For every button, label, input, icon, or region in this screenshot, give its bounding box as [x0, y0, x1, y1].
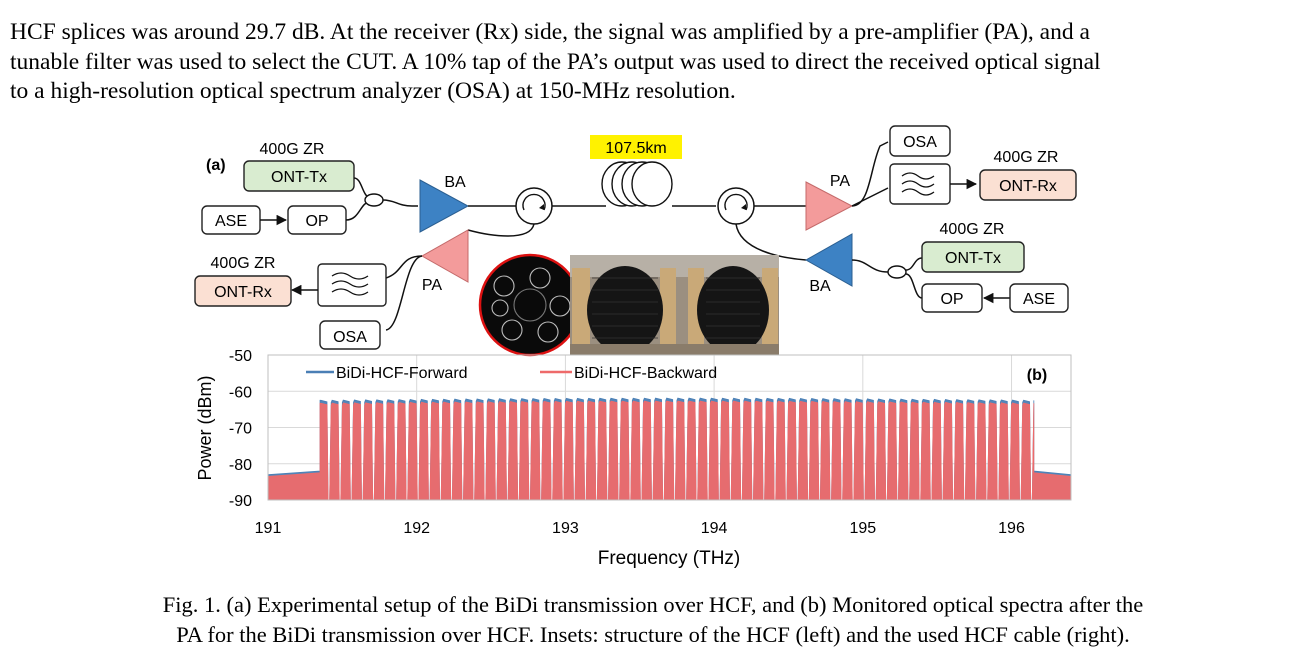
plot-frame — [267, 354, 1072, 501]
ont-tx-box — [921, 241, 1025, 273]
legend-label-forward: BiDi-HCF-Forward — [336, 365, 468, 382]
filter-waves — [331, 272, 369, 296]
ont-rx-box — [979, 169, 1077, 201]
fiber-line — [735, 223, 807, 261]
x-tick-label: 196 — [998, 520, 1025, 537]
tunable-filter-icon — [889, 163, 951, 205]
hcf-structure-inset — [478, 253, 582, 357]
ase-label: ASE — [1023, 291, 1055, 308]
paragraph-line: HCF splices was around 29.7 dB. At the r… — [10, 19, 1090, 45]
ba-label: BA — [809, 278, 831, 295]
figure-caption: Fig. 1. (a) Experimental setup of the Bi… — [0, 590, 1306, 650]
y-tick-label: -50 — [229, 348, 252, 365]
circulator-arrow — [522, 193, 546, 211]
osa-tap-line — [385, 255, 423, 331]
paragraph-line: tunable filter was used to select the CU… — [10, 48, 1101, 75]
coupler-output-lines — [905, 257, 923, 299]
ont-rx-label: ONT-Rx — [999, 178, 1057, 195]
chart-legend: BiDi-HCF-Forward BiDi-HCF-Backward — [306, 365, 717, 382]
circulator-arrow-head — [741, 204, 746, 210]
ont-rx-box — [194, 275, 292, 307]
booster-amplifier-triangle — [419, 179, 470, 233]
x-tick-label: 193 — [552, 520, 579, 537]
transceiver-label: 400G ZR — [260, 141, 325, 158]
length-highlight — [590, 135, 682, 159]
osa-label: OSA — [333, 329, 367, 346]
op-box — [921, 283, 983, 313]
ont-rx-label: ONT-Rx — [214, 284, 272, 301]
hcf-cable-photo-inset — [570, 255, 779, 355]
pre-amplifier-triangle — [420, 229, 469, 283]
ont-tx-label: ONT-Tx — [271, 169, 327, 186]
fiber-line — [851, 259, 889, 273]
pre-amplifier-triangle — [805, 181, 854, 231]
body-paragraph: HCF splices was around 29.7 dB. At the r… — [10, 18, 1296, 107]
y-tick-label: -80 — [229, 457, 252, 474]
legend-label-backward: BiDi-HCF-Backward — [574, 365, 717, 382]
x-axis-ticks: 191 192 193 194 195 196 — [255, 520, 1025, 537]
osa-box — [889, 125, 951, 157]
osa-box — [319, 320, 381, 350]
coupler — [887, 265, 907, 279]
transceiver-label: 400G ZR — [994, 149, 1059, 166]
coupler — [364, 193, 384, 207]
ase-box — [1009, 283, 1069, 313]
caption-line: PA for the BiDi transmission over HCF. I… — [176, 622, 1130, 647]
x-tick-label: 195 — [849, 520, 876, 537]
y-tick-label: -70 — [229, 421, 252, 438]
op-label: OP — [940, 291, 963, 308]
ont-tx-label: ONT-Tx — [945, 250, 1001, 267]
fiber-line — [385, 255, 423, 279]
spectrum-chart: -50 -60 -70 -80 -90 191 192 193 194 195 196 Power… — [195, 348, 1072, 569]
pa-label: PA — [830, 173, 850, 190]
transceiver-label: 400G ZR — [211, 255, 276, 272]
fiber-line — [851, 187, 889, 207]
ba-label: BA — [444, 174, 466, 191]
osa-label: OSA — [903, 134, 937, 151]
fiber-length-label: 107.5km — [605, 140, 666, 157]
ase-label: ASE — [215, 213, 247, 230]
circulator-arrow-head — [539, 204, 544, 210]
osa-tap-line — [851, 141, 889, 207]
caption-line: Fig. 1. (a) Experimental setup of the Bi… — [162, 592, 1144, 617]
x-axis-label: Frequency (THz) — [598, 548, 741, 569]
filter-waves — [901, 172, 935, 196]
circulator-icon — [717, 187, 755, 225]
chart-series-area — [268, 397, 1071, 500]
paragraph-line: to a high-resolution optical spectrum an… — [10, 78, 736, 104]
y-tick-label: -90 — [229, 493, 252, 510]
figure-1: (a) 400G ZR ONT-Tx ASE OP BA 107.5km — [194, 125, 1077, 569]
fiber-line — [382, 199, 418, 207]
panel-b-label: (b) — [1027, 367, 1047, 384]
ont-tx-box — [243, 160, 355, 192]
circulator-icon — [515, 187, 553, 225]
circulator-arrow — [724, 193, 748, 211]
series-area-backward — [268, 400, 1071, 500]
op-label: OP — [305, 213, 328, 230]
x-tick-label: 194 — [701, 520, 728, 537]
panel-a-label: (a) — [206, 157, 226, 174]
fiber-line — [467, 223, 535, 237]
x-tick-label: 191 — [255, 520, 282, 537]
y-axis-label: Power (dBm) — [195, 375, 215, 480]
y-tick-label: -60 — [229, 384, 252, 401]
y-axis-ticks: -50 -60 -70 -80 -90 — [229, 348, 252, 510]
x-tick-label: 192 — [403, 520, 430, 537]
pa-label: PA — [422, 277, 442, 294]
setup-diagram: (a) 400G ZR ONT-Tx ASE OP BA 107.5km — [194, 125, 1077, 357]
transceiver-label: 400G ZR — [940, 221, 1005, 238]
fiber-spool-icon — [601, 161, 673, 207]
